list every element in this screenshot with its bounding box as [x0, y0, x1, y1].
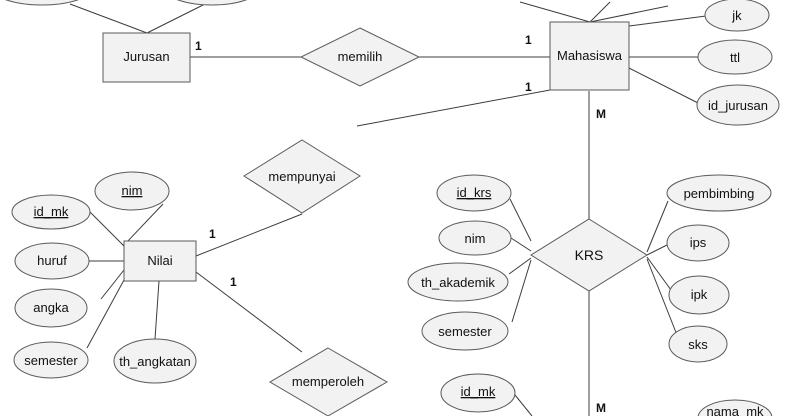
cardinality-mahasiswa-mempunyai: 1 — [525, 80, 532, 94]
attribute-krs-nim-label: nim — [465, 231, 486, 246]
attribute-angka[interactable]: angka — [14, 288, 88, 328]
attribute-sks-label: sks — [688, 337, 708, 352]
entity-mahasiswa[interactable]: Mahasiswa — [549, 21, 630, 91]
attribute-ttl-label: ttl — [730, 50, 740, 65]
attribute-bottom-id-mk-label: id_mk — [461, 384, 496, 399]
entity-jurusan-label: Jurusan — [123, 49, 169, 64]
entity-mahasiswa-label: Mahasiswa — [557, 48, 623, 63]
attribute-krs-nim[interactable]: nim — [438, 220, 512, 256]
attribute-huruf[interactable]: huruf — [14, 242, 90, 280]
attribute-bottom-id-mk[interactable]: id_mk — [440, 373, 516, 413]
attribute-jk-label: jk — [731, 8, 742, 23]
attribute-pembimbing-label: pembimbing — [684, 186, 755, 201]
cardinality-jurusan-memilih: 1 — [195, 39, 202, 53]
relationship-krs[interactable]: KRS — [530, 218, 648, 292]
attribute-pembimbing[interactable]: pembimbing — [666, 174, 772, 212]
attribute-angka-label: angka — [33, 300, 69, 315]
attribute-id-jurusan-label: id_jurusan — [708, 98, 768, 113]
cardinality-memilih-mahasiswa: 1 — [525, 33, 532, 47]
attribute-ttl[interactable]: ttl — [697, 39, 773, 75]
attribute-ips-label: ips — [690, 235, 707, 250]
attribute-nilai-id-mk[interactable]: id_mk — [11, 194, 91, 230]
attribute-huruf-label: huruf — [37, 253, 67, 268]
relationship-memperoleh-label: memperoleh — [292, 374, 364, 389]
attribute-nama-mk[interactable]: nama_mk — [697, 399, 773, 416]
attribute-ipk[interactable]: ipk — [668, 275, 730, 315]
attribute-nilai-id-mk-label: id_mk — [34, 204, 69, 219]
relationship-mempunyai[interactable]: mempunyai — [243, 139, 361, 214]
attribute-nama-mk-label: nama_mk — [706, 404, 764, 416]
cardinality-nilai-mempunyai: 1 — [209, 227, 216, 241]
attribute-krs-semester-label: semester — [438, 324, 492, 339]
attribute-id-jurusan[interactable]: id_jurusan — [696, 84, 780, 126]
attribute-sks[interactable]: sks — [668, 325, 728, 363]
attribute-jk[interactable]: jk — [704, 0, 770, 32]
cardinality-mahasiswa-krs: M — [596, 107, 606, 121]
attribute-th-angkatan[interactable]: th_angkatan — [113, 338, 197, 384]
relationship-krs-label: KRS — [575, 247, 604, 263]
attribute-th-akademik-label: th_akademik — [421, 275, 495, 290]
attribute-nilai-semester[interactable]: semester — [13, 341, 89, 379]
attribute-krs-semester[interactable]: semester — [421, 311, 509, 351]
entity-nilai-label: Nilai — [147, 253, 172, 268]
attribute-id-krs-label: id_krs — [457, 185, 492, 200]
attribute-nilai-nim[interactable]: nim — [94, 171, 170, 211]
entity-nilai[interactable]: Nilai — [123, 240, 197, 282]
attribute-id-krs[interactable]: id_krs — [436, 174, 512, 212]
attribute-jurusan-right[interactable] — [162, 0, 262, 6]
attribute-th-angkatan-label: th_angkatan — [119, 354, 191, 369]
attribute-nilai-nim-label: nim — [122, 183, 143, 198]
relationship-mempunyai-label: mempunyai — [268, 169, 335, 184]
relationship-memilih[interactable]: memilih — [299, 27, 421, 87]
attribute-nilai-semester-label: semester — [24, 353, 78, 368]
attribute-ips[interactable]: ips — [666, 224, 730, 262]
connector-lines — [69, 1, 723, 416]
attribute-th-akademik[interactable]: th_akademik — [407, 262, 509, 302]
relationship-memilih-label: memilih — [338, 49, 383, 64]
relationship-memperoleh[interactable]: memperoleh — [269, 347, 389, 416]
entity-jurusan[interactable]: Jurusan — [102, 32, 191, 83]
attribute-ipk-label: ipk — [691, 287, 708, 302]
attribute-jurusan-left[interactable] — [0, 0, 92, 6]
cardinality-krs-bottom: M — [596, 401, 606, 415]
cardinality-nilai-memperoleh: 1 — [230, 275, 237, 289]
